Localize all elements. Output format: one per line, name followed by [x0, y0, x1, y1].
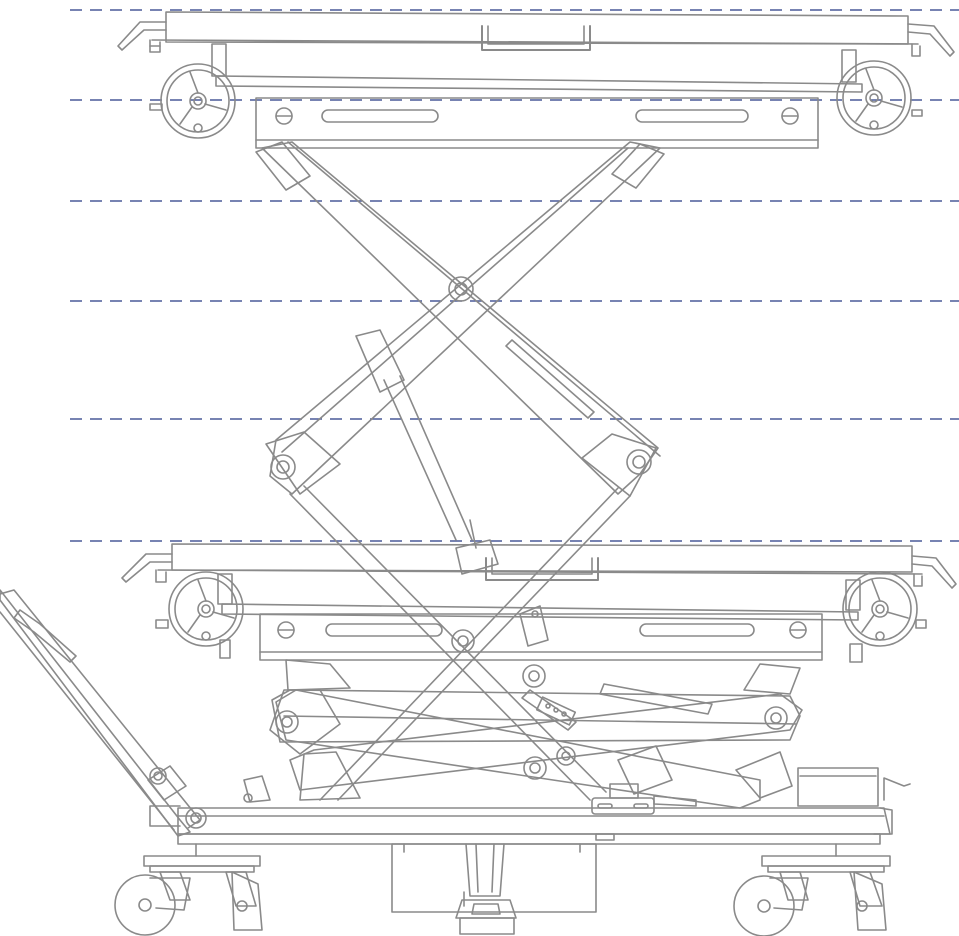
raised-position-view [117, 11, 955, 801]
height-guide-lines [70, 9, 959, 542]
lowered-position-view [0, 519, 957, 936]
lowered-stretcher-top [121, 543, 957, 663]
raised-deck-plate [255, 97, 819, 149]
castor-wheels [114, 843, 891, 936]
push-handle [0, 589, 207, 837]
raised-stretcher-top [117, 11, 955, 93]
raised-side-wheels [149, 60, 923, 139]
raised-scissor-arms [255, 141, 665, 801]
lowered-side-wheels [155, 571, 927, 647]
lowered-deck-plate [259, 613, 823, 661]
lowered-scissor-arms [243, 519, 803, 809]
